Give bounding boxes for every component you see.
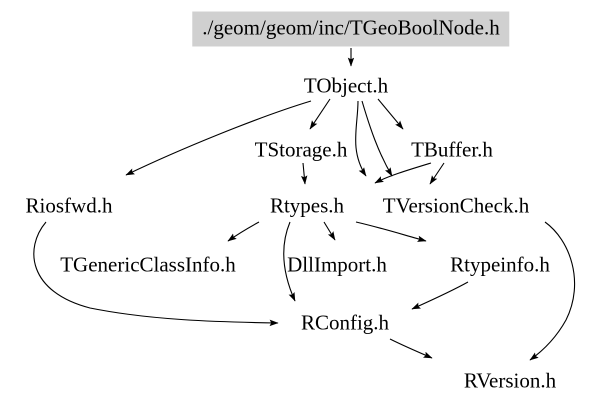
node-riosfwd[interactable]: Riosfwd.h (25, 193, 113, 218)
edge-tversioncheck-rversion (529, 221, 575, 361)
edge-rtypes-tgenericclassinfo (227, 221, 260, 242)
edge-tobject-tversioncheck (361, 100, 393, 177)
edge-rtypes-rconfig (283, 221, 296, 302)
node-rconfig[interactable]: RConfig.h (300, 310, 390, 335)
node-tobject[interactable]: TObject.h (303, 73, 389, 98)
edge-tstorage-rtypes (301, 162, 308, 185)
node-tversioncheck[interactable]: TVersionCheck.h (382, 193, 530, 218)
node-rtypes[interactable]: Rtypes.h (269, 193, 345, 218)
edge-tobject-tbuffer (377, 98, 404, 130)
edge-rtypeinfo-rconfig (411, 281, 469, 310)
node-tgenericclassinfo[interactable]: TGenericClassInfo.h (60, 252, 236, 277)
edge-rtypes-rtypeinfo (355, 221, 427, 242)
edge-rconfig-rversion (389, 338, 433, 359)
node-rtypeinfo[interactable]: Rtypeinfo.h (450, 252, 550, 277)
node-tbuffer[interactable]: TBuffer.h (411, 137, 493, 162)
node-dllimport[interactable]: DllImport.h (287, 252, 387, 277)
node-tstorage[interactable]: TStorage.h (254, 137, 348, 162)
node-root-file[interactable]: ./geom/geom/inc/TGeoBoolNode.h (192, 11, 510, 47)
node-rversion[interactable]: RVersion.h (463, 368, 557, 393)
edge-tbuffer-rtypes (374, 162, 432, 184)
edge-tbuffer-tversioncheck (429, 162, 445, 185)
edge-tobject-rtypes (355, 100, 367, 177)
edge-riosfwd-rconfig (33, 221, 279, 327)
edge-tobject-riosfwd (125, 100, 312, 176)
edge-rtypes-dllimport (323, 221, 336, 241)
edge-tobject-tstorage (309, 98, 331, 130)
